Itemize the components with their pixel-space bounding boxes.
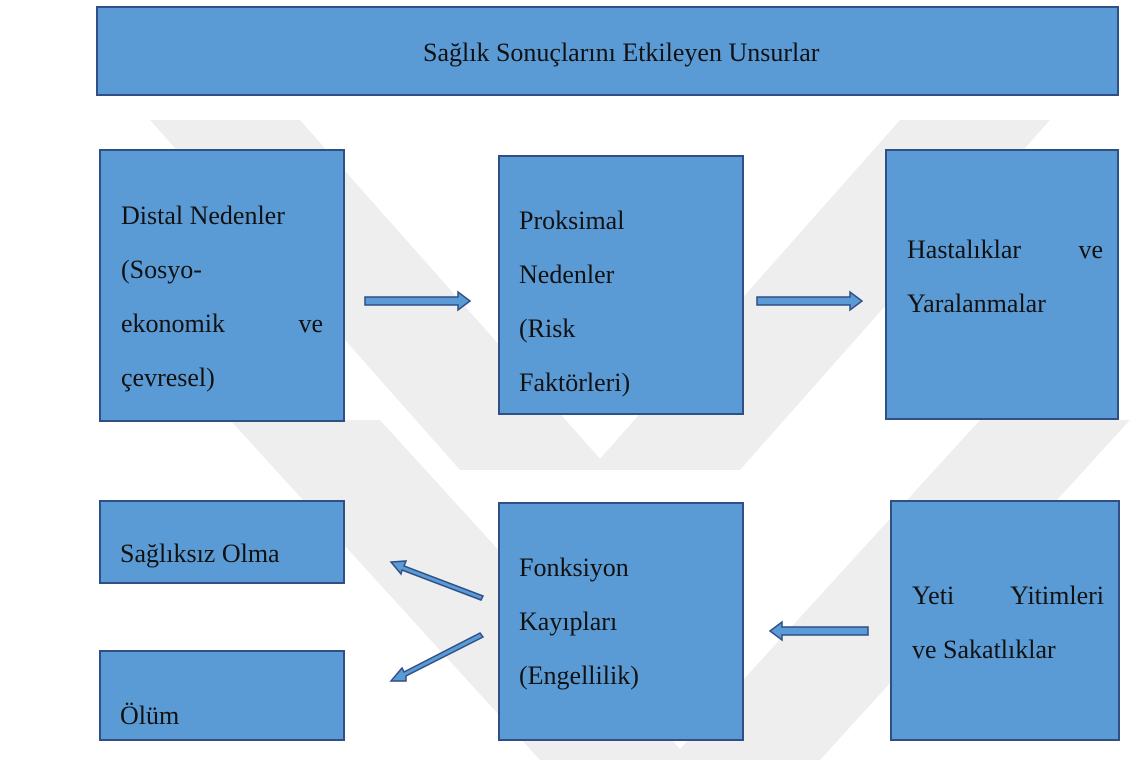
proximal-line-1: Proksimal: [519, 206, 625, 235]
distal-line-4: çevresel): [121, 363, 215, 392]
proximal-line-3: (Risk: [519, 314, 576, 343]
arrow-functional-to-unhealthiness: [389, 560, 485, 601]
death-box: Ölüm: [99, 650, 345, 741]
distal-causes-box: Distal Nedenler (Sosyo- ekonomik ve çevr…: [99, 149, 345, 422]
distal-line-3: ekonomik ve: [121, 309, 323, 338]
distal-line-1: Distal Nedenler: [121, 201, 285, 230]
proximal-line-4: Faktörleri): [519, 368, 631, 397]
unhealthiness-box: Sağlıksız Olma: [99, 500, 345, 584]
arrow-proximal-to-diseases: [756, 290, 864, 312]
distal-line-2: (Sosyo-: [121, 255, 202, 284]
disability-box: Yeti Yitimleri ve Sakatlıklar: [890, 500, 1120, 741]
unhealthiness-label: Sağlıksız Olma: [120, 539, 280, 568]
arrow-functional-to-death: [389, 632, 485, 682]
diagram-title: Sağlık Sonuçlarını Etkileyen Unsurlar: [423, 38, 820, 67]
death-label: Ölüm: [120, 701, 180, 730]
functional-loss-box: Fonksiyon Kayıpları (Engellilik): [498, 502, 744, 741]
proximal-line-2: Nedenler: [519, 260, 615, 289]
diseases-line-1: Hastalıklar ve: [907, 235, 1103, 264]
functional-line-3: (Engellilik): [519, 661, 639, 690]
functional-line-1: Fonksiyon: [519, 553, 629, 582]
arrow-disability-to-functional: [768, 620, 869, 642]
functional-line-2: Kayıpları: [519, 607, 618, 636]
diseases-injuries-box: Hastalıklar ve Yaralanmalar: [885, 149, 1119, 420]
arrow-distal-to-proximal: [364, 290, 472, 312]
diseases-line-2: Yaralanmalar: [907, 289, 1046, 318]
proximal-causes-box: Proksimal Nedenler (Risk Faktörleri): [498, 155, 744, 415]
disability-line-2: ve Sakatlıklar: [912, 635, 1056, 664]
disability-line-1: Yeti Yitimleri: [912, 581, 1104, 610]
title-box: Sağlık Sonuçlarını Etkileyen Unsurlar: [96, 6, 1119, 96]
